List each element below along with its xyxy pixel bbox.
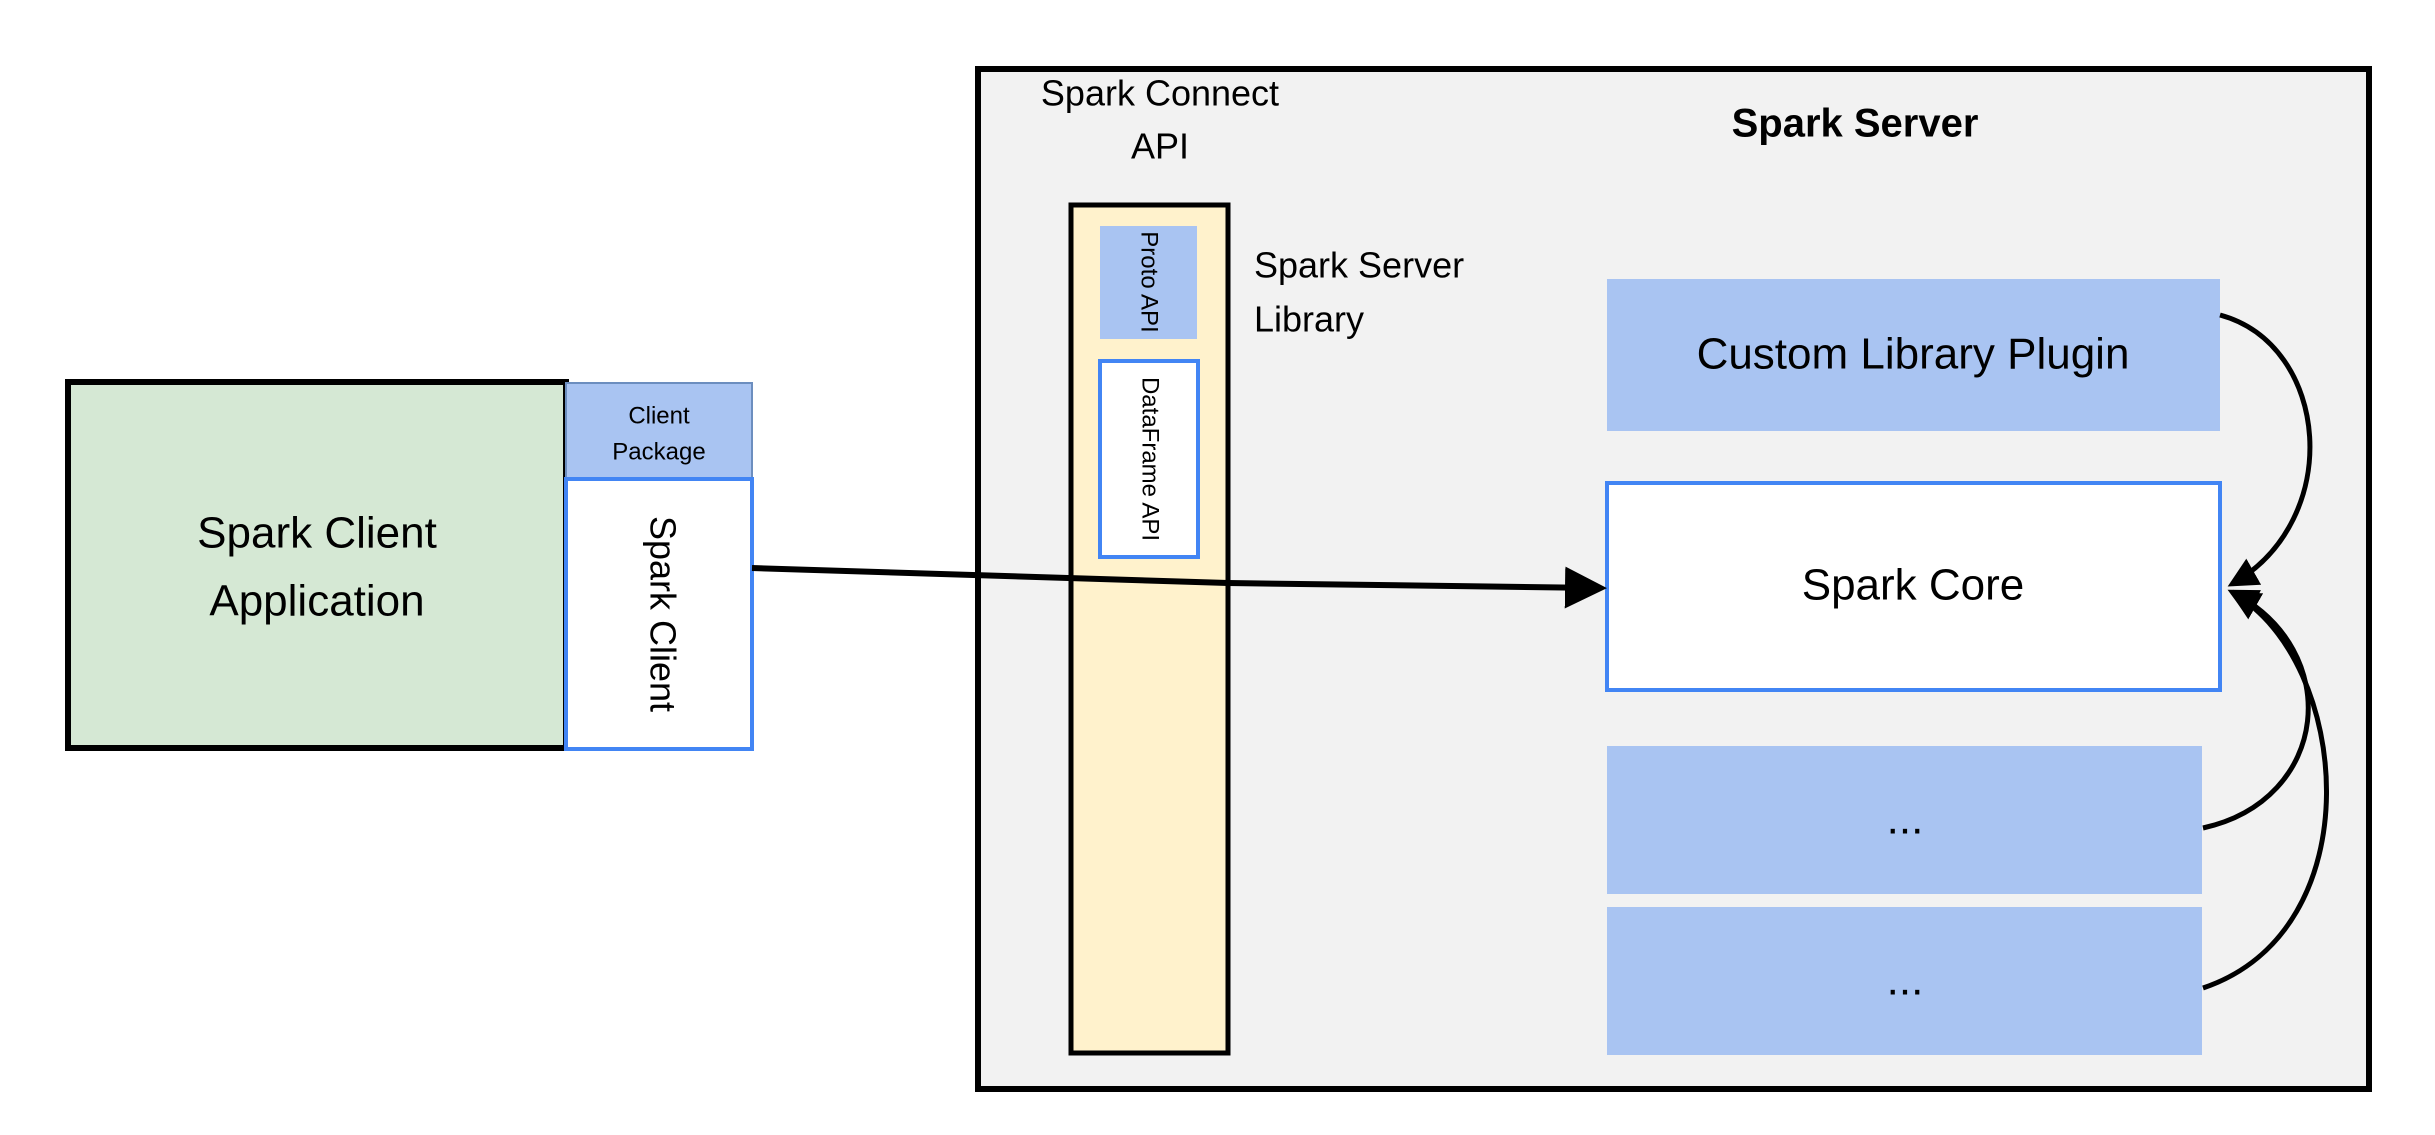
spark-connect-api-label-line2: API [1131, 126, 1189, 167]
custom-library-plugin-label: Custom Library Plugin [1697, 330, 2130, 379]
spark-client-box[interactable] [564, 477, 754, 751]
custom-library-plugin-box[interactable] [1607, 279, 2220, 431]
spark-client-application-box [65, 379, 569, 751]
connector-plugin-to-core [2219, 312, 2313, 587]
connector-client-to-server-library [751, 565, 1229, 586]
spark-server-library-label-line2: Library [1254, 299, 1364, 340]
dataframe-api-label: DataFrame API [1137, 377, 1164, 541]
client-package-label-line2: Package [612, 438, 705, 465]
spark-client-application-label-line1: Spark Client [197, 509, 437, 558]
ellipsis-label-2: ... [1887, 956, 1924, 1005]
spark-server-title: Spark Server [1732, 102, 1979, 146]
ellipsis-box-2[interactable] [1607, 907, 2202, 1055]
connector-ellipsis2-to-core [2202, 591, 2329, 991]
spark-core-box[interactable] [1605, 481, 2222, 692]
client-package-label-line1: Client [628, 402, 690, 429]
proto-api-box[interactable] [1100, 226, 1197, 339]
spark-server-library-label-line1: Spark Server [1254, 245, 1464, 286]
ellipsis-box-1[interactable] [1607, 746, 2202, 894]
proto-api-label: Proto API [1136, 231, 1163, 332]
dataframe-api-box[interactable] [1098, 359, 1200, 559]
connector-ellipsis1-to-core [2202, 589, 2311, 831]
ellipsis-label-1: ... [1887, 795, 1924, 844]
connector-server-library-to-core [1227, 566, 1607, 609]
spark-client-label: Spark Client [642, 516, 683, 712]
spark-core-label: Spark Core [1802, 561, 2025, 610]
spark-server-library-column [1068, 202, 1231, 1056]
spark-connect-api-label-line1: Spark Connect [1041, 73, 1279, 114]
spark-client-application-label-line2: Application [209, 577, 424, 626]
